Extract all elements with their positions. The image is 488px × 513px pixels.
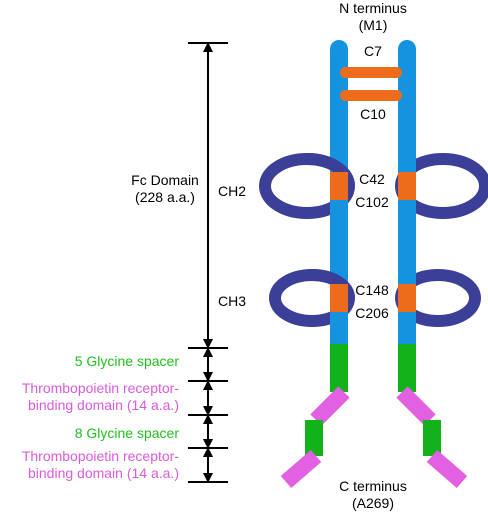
left-disulfide-patch-ch2: [330, 172, 348, 200]
left-glycine-5-spacer: [330, 344, 348, 392]
c206-label: C206: [355, 305, 389, 321]
right-tpo-domain-1: [396, 386, 436, 426]
ch3-label: CH3: [218, 293, 247, 309]
tpo-domain-1-line1: Thrombopoietin receptor-: [21, 380, 179, 396]
disulfide-bond-c10: [340, 90, 402, 101]
c102-label: C102: [355, 194, 389, 210]
n-terminus-line1: N terminus: [339, 0, 407, 16]
segment-brackets: [188, 42, 228, 483]
glycine-8-label: 8 Glycine spacer: [74, 425, 179, 441]
n-terminus-line2: (M1): [358, 17, 388, 33]
ch2-label: CH2: [218, 183, 247, 199]
c10-label: C10: [360, 106, 386, 122]
fc-domain-line2: (228 a.a.): [135, 189, 195, 205]
tpo-domain-2-label: Thrombopoietin receptor- binding domain …: [22, 448, 179, 482]
tpo-domain-1-label: Thrombopoietin receptor- binding domain …: [22, 380, 179, 414]
tpo-domain-2-line2: binding domain (14 a.a.): [28, 465, 179, 481]
left-chain: [280, 40, 350, 489]
c-terminus-line2: (A269): [351, 495, 395, 511]
c-terminus-label: C terminus (A269): [339, 478, 407, 512]
right-disulfide-patch-ch2: [398, 172, 416, 200]
fc-domain-label: Fc Domain (228 a.a.): [131, 172, 199, 206]
ch2-left-loop-front: [306, 153, 355, 187]
c7-label: C7: [364, 43, 382, 59]
n-terminus-label: N terminus (M1): [339, 0, 407, 34]
left-disulfide-patch-ch3: [330, 284, 348, 312]
fc-domain-line1: Fc Domain: [131, 172, 199, 188]
ch3-left-loop-front: [311, 269, 355, 299]
c42-label: C42: [359, 171, 385, 187]
tpo-domain-1-line2: binding domain (14 a.a.): [28, 397, 179, 413]
glycine-5-label: 5 Glycine spacer: [74, 353, 179, 369]
left-glycine-8-spacer: [305, 420, 323, 456]
right-glycine-5-spacer: [398, 344, 416, 392]
tpo-domain-2-line1: Thrombopoietin receptor-: [21, 448, 179, 464]
disulfide-bond-c7: [340, 67, 402, 78]
c148-label: C148: [355, 282, 389, 298]
left-tpo-domain-1: [310, 386, 350, 426]
left-tpo-domain-2: [280, 449, 322, 489]
c-terminus-line1: C terminus: [339, 478, 407, 494]
right-disulfide-patch-ch3: [398, 284, 416, 312]
right-glycine-8-spacer: [423, 420, 441, 456]
right-tpo-domain-2: [426, 449, 468, 489]
right-chain: [396, 40, 468, 489]
